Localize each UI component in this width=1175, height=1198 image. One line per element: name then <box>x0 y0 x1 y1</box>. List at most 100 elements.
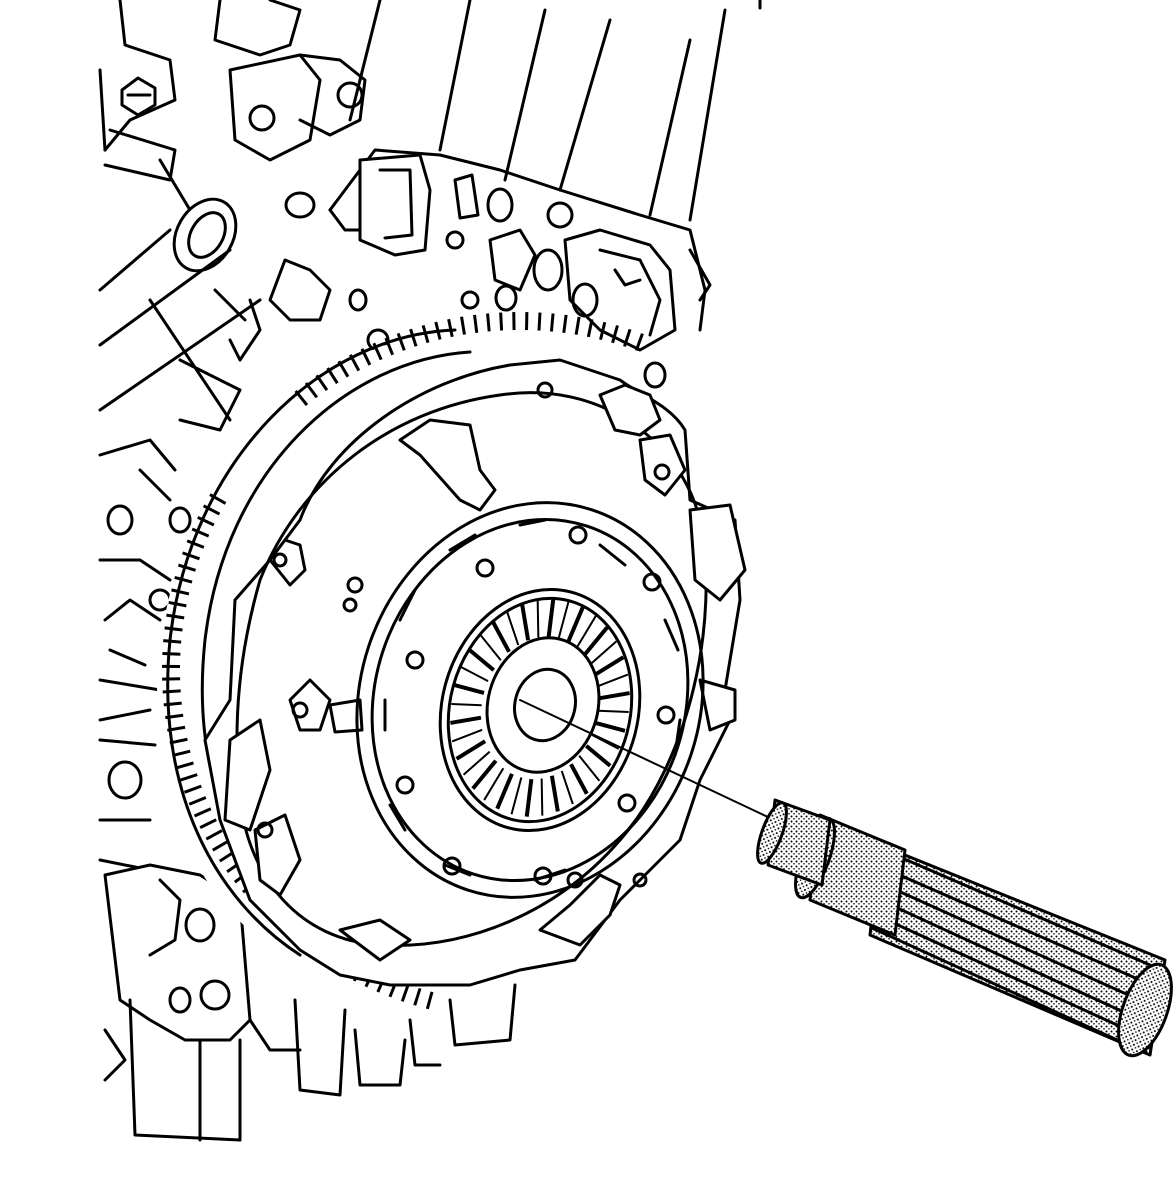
ring-gear-tooth <box>447 318 454 338</box>
ring-gear-tooth <box>205 829 223 841</box>
ring-gear-tooth <box>460 316 466 335</box>
ring-gear-tooth <box>175 761 194 770</box>
ring-gear-tooth <box>634 333 644 352</box>
spring-finger <box>598 691 630 701</box>
spring-finger <box>451 728 483 743</box>
ring-gear-tooth <box>599 321 607 341</box>
ring-gear-tooth <box>294 390 309 406</box>
spring-finger <box>540 778 544 816</box>
ring-gear-tooth <box>396 332 406 351</box>
ring-gear-tooth <box>586 319 594 338</box>
spring-finger <box>468 648 496 672</box>
cover-bolt-holes <box>256 381 671 889</box>
ring-gear-tooth <box>163 701 182 707</box>
ring-gear-tooth <box>169 737 188 745</box>
ring-gear-tooth <box>202 504 221 516</box>
ring-gear-tooth <box>562 314 568 334</box>
ring-gear-tooth <box>413 988 422 1006</box>
ring-gear-tooth <box>186 539 205 549</box>
ring-gear-tooth <box>188 796 207 806</box>
spring-finger <box>455 739 487 761</box>
ring-gear-tooth <box>434 321 442 340</box>
ring-gear-tooth <box>193 807 212 818</box>
ring-gear-tooth <box>163 639 182 644</box>
ring-gear-tooth <box>337 360 350 378</box>
spring-finger <box>491 621 511 653</box>
spring-finger <box>524 778 534 817</box>
spring-finger <box>506 611 520 646</box>
spring-finger <box>597 673 629 688</box>
ring-gear-tooth <box>421 324 430 344</box>
spring-finger <box>450 715 482 725</box>
ring-gear-tooth <box>199 818 217 829</box>
ring-gear-tooth <box>611 325 619 344</box>
spring-finger <box>479 634 502 661</box>
ring-gear-tooth <box>164 626 183 632</box>
spring-finger <box>495 773 514 810</box>
ring-gear-tooth <box>372 342 383 361</box>
pressure-ring-bolt-holes <box>395 525 676 886</box>
ring-gear-tooth <box>167 725 186 732</box>
spring-finger <box>460 666 489 683</box>
ring-gear-tooth <box>209 493 227 505</box>
ring-gear-tooth <box>162 689 181 694</box>
ring-gear-tooth <box>326 367 339 385</box>
spring-finger <box>560 770 574 805</box>
ring-gear-tooth <box>174 575 193 584</box>
ring-gear-tooth <box>162 651 181 656</box>
spring-finger <box>462 750 491 776</box>
ring-gear-tooth <box>197 515 215 527</box>
pressure-plate-slots <box>383 518 682 882</box>
spring-finger <box>595 721 626 733</box>
ring-gear-tooth <box>574 316 581 335</box>
ring-gear-tooth <box>183 784 202 794</box>
spring-finger <box>546 599 556 638</box>
ring-gear-tooth <box>165 713 184 720</box>
spring-finger <box>566 606 585 643</box>
spring-finger <box>598 709 629 713</box>
ring-gear-tooth <box>166 613 185 620</box>
spring-finger <box>549 775 560 812</box>
ring-gear-tooth <box>623 328 632 347</box>
spring-finger <box>569 763 589 795</box>
ring-gear-tooth <box>537 312 542 331</box>
clutch-alignment-tool <box>756 798 1173 1058</box>
spring-finger <box>575 615 597 649</box>
ring-gear-tooth <box>360 348 372 366</box>
ring-gear-tooth <box>473 314 479 333</box>
spring-finger <box>536 600 540 638</box>
ring-gear-tooth <box>171 588 190 596</box>
ring-gear-tooth <box>425 991 434 1010</box>
spring-finger <box>471 759 498 790</box>
ring-gear-tooth <box>177 563 196 572</box>
ring-gear-tooth <box>172 749 191 757</box>
spring-finger <box>520 604 531 641</box>
ring-gear-tooth <box>348 354 361 372</box>
ring-gear-tooth <box>182 551 200 561</box>
ring-gear-tooth <box>304 382 319 399</box>
spring-finger <box>582 626 609 657</box>
spring-finger <box>510 777 523 815</box>
ring-gear-tooth <box>212 839 230 852</box>
spring-finger <box>589 640 618 666</box>
ring-gear-tooth <box>168 600 187 608</box>
ring-gear-tooth <box>191 527 210 538</box>
leader-line <box>519 699 771 819</box>
ring-gear-tooth <box>384 337 395 356</box>
ring-gear-tooth <box>179 773 198 782</box>
ring-gear-tooth <box>409 328 418 347</box>
spring-finger <box>451 703 482 707</box>
ring-gear-tooth <box>315 374 329 391</box>
ring-gear-tooth <box>486 313 491 332</box>
spring-finger <box>584 744 612 768</box>
engine-block <box>98 0 762 1142</box>
spring-finger <box>591 733 620 750</box>
spring-finger <box>483 767 505 801</box>
spring-finger <box>578 755 601 782</box>
ring-gear-tooth <box>499 312 504 331</box>
spring-finger <box>593 655 625 677</box>
ring-gear-tooth <box>549 313 555 332</box>
spring-finger <box>557 601 570 639</box>
diaphragm-spring-fingers <box>450 599 630 817</box>
